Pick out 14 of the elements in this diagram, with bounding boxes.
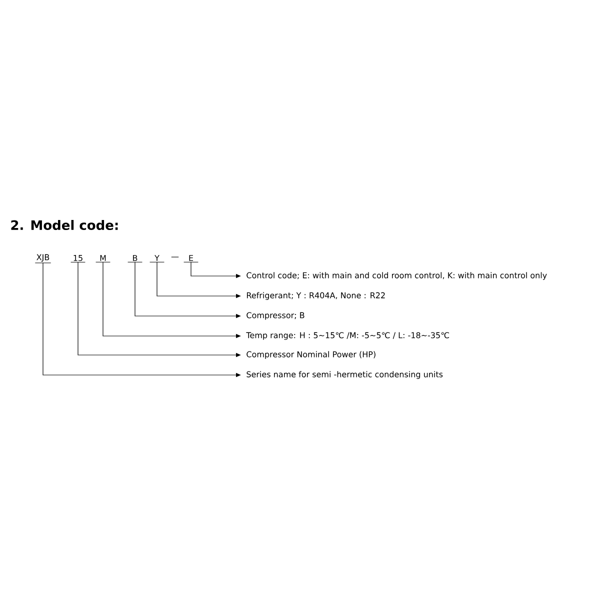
code-letter: M (96, 255, 110, 262)
dash-label: — (171, 256, 179, 258)
description-text: Temp range: H : 5~15℃ /M: -5~5℃ / L: -18~-35℃ (246, 332, 450, 340)
code-letter: B (128, 255, 142, 262)
description-text: Compressor; B (246, 312, 304, 320)
code-letter: E (184, 255, 198, 262)
description-text: Compressor Nominal Power (HP) (246, 351, 376, 359)
code-letter: 15 (70, 255, 86, 262)
description-text: Refrigerant; Y : R404A, None : R22 (246, 292, 385, 300)
code-letter: Y (150, 255, 164, 262)
description-text: Series name for semi -hermetic condensing units (246, 371, 443, 379)
description-text: Control code; E: with main and cold room control, K: with main control only (246, 272, 547, 280)
code-letter: XJB (34, 254, 52, 264)
title: 2. Model code: (11, 220, 118, 230)
